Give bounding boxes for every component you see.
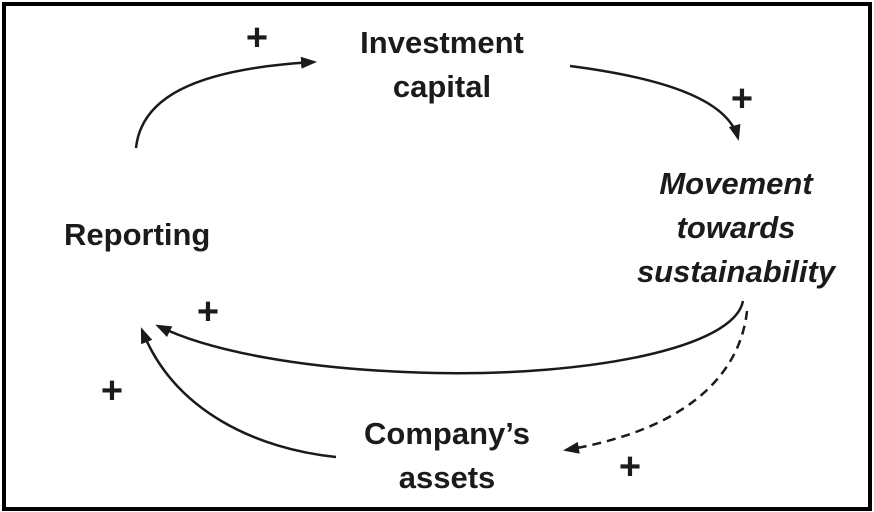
node-sustainability-line2: towards xyxy=(676,210,796,245)
arrow-investment-capital-to-sustainability xyxy=(569,64,741,141)
polarity-company-assets-to-reporting: + xyxy=(100,370,124,412)
polarity-reporting-to-investment: + xyxy=(245,17,269,59)
arrow-sustainability-to-reporting xyxy=(155,300,745,375)
node-reporting-line1: Reporting xyxy=(64,217,211,252)
node-movement-towards-sustainability: Movement towards sustainability xyxy=(637,162,835,294)
polarity-investment-to-sustainability: + xyxy=(730,78,754,120)
node-company-assets-line2: assets xyxy=(398,460,496,495)
polarity-sustainability-to-reporting: + xyxy=(196,291,220,333)
node-company-assets-line1: Company’s xyxy=(364,416,530,451)
node-reporting: Reporting xyxy=(64,213,210,257)
node-sustainability-line1: Movement xyxy=(659,166,813,201)
node-investment-capital-line2: capital xyxy=(392,69,492,104)
arrow-reporting-to-investment-capital xyxy=(134,56,317,149)
arrow-company-assets-to-reporting xyxy=(140,327,337,459)
node-investment-capital-line1: Investment xyxy=(360,25,524,60)
node-company-assets: Company’s assets xyxy=(364,412,530,500)
arrow-dashed-sustainability-to-company-assets xyxy=(563,310,749,454)
node-sustainability-line3: sustainability xyxy=(636,254,836,289)
node-investment-capital: Investment capital xyxy=(360,21,524,109)
polarity-sustainability-to-company-assets: + xyxy=(618,446,642,488)
